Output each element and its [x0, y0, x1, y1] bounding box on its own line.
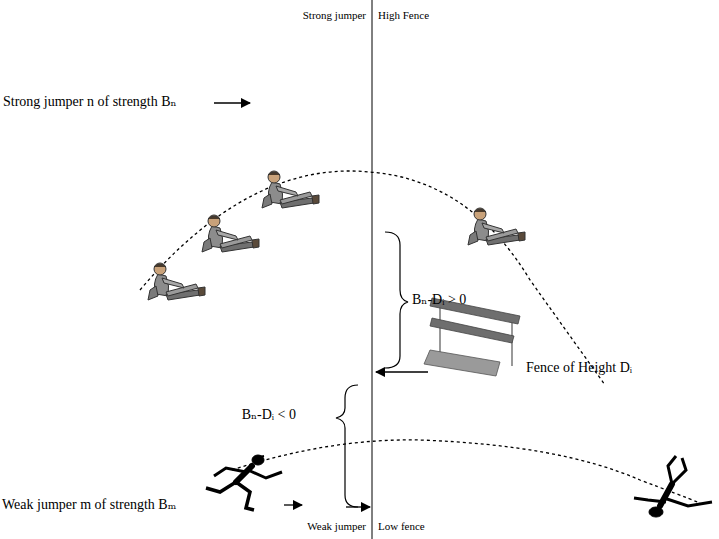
strong-trajectory: [140, 171, 605, 385]
divider-line: [372, 0, 373, 539]
column-heading: Strong jumper: [303, 9, 366, 22]
difference-label: Bₙ-Dᵢ > 0: [412, 292, 466, 308]
column-heading: Weak jumper: [307, 520, 366, 533]
strong-jumper-figures: [148, 171, 525, 300]
jumper-label: Strong jumper n of strength Bₙ: [3, 94, 177, 110]
pointer-arrows: [214, 103, 428, 507]
column-heading: High Fence: [378, 9, 429, 22]
weak-runner: [206, 455, 282, 510]
fence-label: Fence of Height Dᵢ: [526, 360, 632, 376]
jumper-label: Weak jumper m of strength Bₘ: [2, 497, 176, 513]
column-heading: Low fence: [378, 520, 425, 533]
falling-jumper: [634, 456, 712, 517]
fence-hurdle: [424, 298, 520, 376]
weak-trajectory: [232, 440, 700, 503]
difference-braces: [336, 232, 408, 507]
difference-label: Bₙ-Dᵢ < 0: [242, 407, 296, 423]
